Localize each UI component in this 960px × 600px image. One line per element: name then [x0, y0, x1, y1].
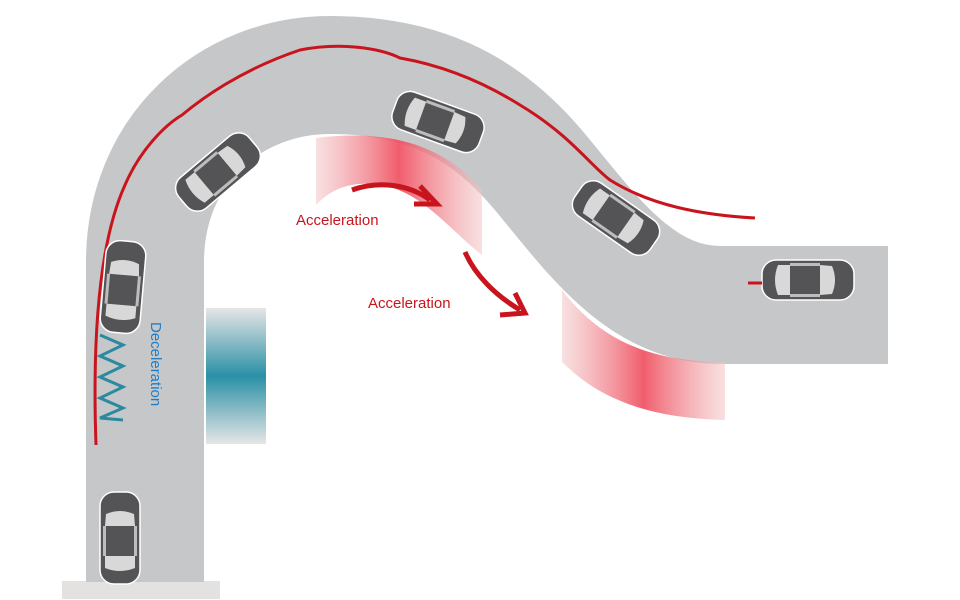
deceleration-spring-icon — [96, 333, 127, 422]
acceleration-zone-2 — [562, 290, 725, 420]
deceleration-zone — [206, 308, 266, 444]
car-icon — [761, 259, 855, 301]
car-icon — [99, 491, 141, 585]
deceleration-label: Deceleration — [147, 322, 164, 407]
acceleration-label-1: Acceleration — [296, 212, 379, 229]
trajectory-line — [93, 44, 756, 446]
acceleration-arrow-1-icon — [351, 182, 443, 207]
road — [86, 15, 888, 582]
acceleration-zone-1 — [316, 135, 482, 255]
ground-strip — [62, 581, 220, 599]
car-icon — [98, 238, 148, 336]
acceleration-label-2: Acceleration — [368, 295, 451, 312]
acceleration-arrow-2-icon — [462, 250, 529, 318]
